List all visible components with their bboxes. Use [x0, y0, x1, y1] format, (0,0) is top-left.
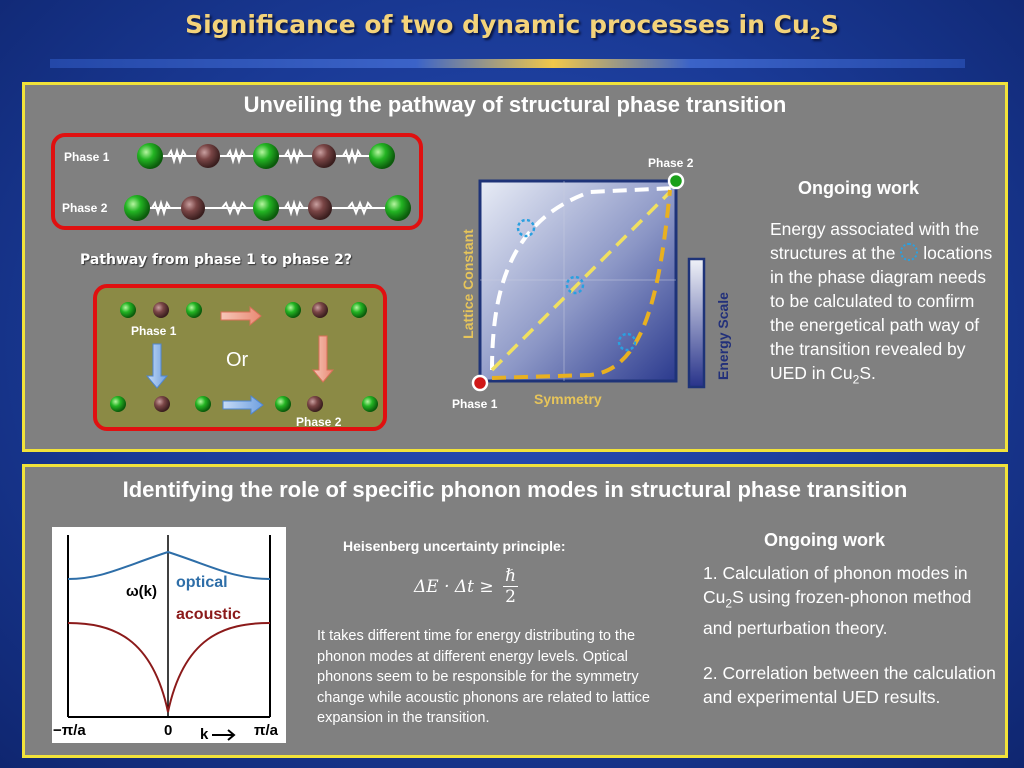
- green-atom-icon: [275, 396, 291, 412]
- pathway-start-chain: [120, 302, 202, 318]
- green-atom-icon: [124, 195, 150, 221]
- spring-icon: [342, 147, 362, 165]
- graph-acoustic-label: acoustic: [176, 606, 241, 623]
- slide-title: Significance of two dynamic processes in…: [185, 10, 839, 43]
- pathway-svg: [110, 302, 378, 415]
- chain-phase1-label: Phase 1: [64, 150, 110, 164]
- dotted-circle-icon: [900, 243, 919, 261]
- brown-atom-icon: [154, 396, 170, 412]
- spring-icon: [347, 200, 373, 216]
- pathway-or-label: Or: [226, 349, 249, 371]
- structure-location-icon: [565, 275, 585, 295]
- pathway-question: Pathway from phase 1 to phase 2?: [80, 252, 352, 268]
- title-underline-bar: [50, 59, 965, 68]
- brown-atom-icon: [312, 302, 328, 318]
- chain-phase1: [137, 143, 395, 169]
- chain-phase2-label: Phase 2: [62, 201, 108, 215]
- top-ongoing-text: Energy associated with the structures at…: [770, 219, 993, 387]
- green-atom-icon: [110, 396, 126, 412]
- uncertainty-formula: ΔE · Δt ≥ ℏ 2: [414, 566, 519, 607]
- acoustic-branch-curve: [67, 622, 271, 713]
- spring-icon: [284, 199, 304, 217]
- pathway-end-chain: [275, 396, 378, 412]
- top-ongoing-title: Ongoing work: [798, 178, 919, 198]
- brown-atom-icon: [181, 196, 205, 220]
- ongoing-item-1: 1. Calculation of phonon modes in Cu2S u…: [703, 563, 972, 638]
- phase-chains-svg: [124, 143, 411, 221]
- arrow-right-icon: [222, 395, 264, 415]
- brown-atom-icon: [196, 144, 220, 168]
- k-arrow-icon: [212, 729, 236, 741]
- spring-icon: [151, 199, 171, 217]
- path-orange-dashed: [491, 189, 672, 380]
- arrow-down-icon: [311, 335, 335, 383]
- diagram-phase2-label: Phase 2: [648, 156, 694, 170]
- green-atom-icon: [253, 143, 279, 169]
- graph-optical-label: optical: [176, 574, 228, 591]
- phase-diagram-svg: [471, 172, 685, 392]
- pathway-phase2-label: Phase 2: [296, 415, 342, 429]
- diagram-x-axis-label: Symmetry: [534, 391, 602, 407]
- green-atom-icon: [285, 302, 301, 318]
- ongoing-item-2: 2. Correlation between the calculation a…: [703, 663, 996, 707]
- green-atom-icon: [137, 143, 163, 169]
- green-atom-icon: [186, 302, 202, 318]
- diagram-phase1-label: Phase 1: [452, 397, 498, 411]
- phonon-explanation: It takes different time for energy distr…: [317, 628, 650, 726]
- phase-chains-box: [51, 133, 423, 230]
- phase1-marker-icon: [471, 374, 489, 392]
- energy-scale-label: Energy Scale: [715, 292, 731, 380]
- bottom-panel-heading: Identifying the role of specific phonon …: [122, 477, 908, 502]
- spring-icon: [167, 147, 187, 165]
- pathway-mid-chain: [285, 302, 367, 318]
- path-yellow-dashed: [490, 190, 672, 372]
- spring-icon: [284, 147, 304, 165]
- green-atom-icon: [362, 396, 378, 412]
- heisenberg-title: Heisenberg uncertainty principle:: [343, 538, 566, 554]
- green-atom-icon: [120, 302, 136, 318]
- spring-icon: [221, 200, 247, 216]
- green-atom-icon: [369, 143, 395, 169]
- arrow-down-icon: [145, 343, 169, 389]
- structure-location-icon: [617, 332, 637, 352]
- graph-y-label: ω(k): [126, 583, 158, 600]
- optical-branch-curve: [67, 550, 271, 580]
- pathway-right-arrow-top: [220, 305, 262, 327]
- green-atom-icon: [195, 396, 211, 412]
- phase2-marker-icon: [667, 172, 685, 190]
- brown-atom-icon: [153, 302, 169, 318]
- green-atom-icon: [351, 302, 367, 318]
- pathway-alt-chain: [110, 396, 211, 412]
- brown-atom-icon: [312, 144, 336, 168]
- graph-x-left: −π/a: [53, 722, 86, 739]
- structure-location-icon: [516, 218, 536, 238]
- dispersion-graph-svg: [67, 535, 271, 741]
- energy-scale-bar: [687, 257, 706, 389]
- arrow-right-icon: [220, 305, 262, 327]
- graph-x-right: π/a: [254, 722, 278, 739]
- formula-fraction: ℏ 2: [503, 566, 519, 607]
- graph-x-k: k: [200, 726, 209, 743]
- brown-atom-icon: [307, 396, 323, 412]
- green-atom-icon: [385, 195, 411, 221]
- path-white-dashed: [490, 186, 676, 371]
- formula-lhs: ΔE · Δt ≥: [414, 576, 494, 597]
- top-panel-heading: Unveiling the pathway of structural phas…: [243, 92, 787, 117]
- spring-icon: [226, 147, 246, 165]
- chain-phase2: [124, 195, 411, 221]
- brown-atom-icon: [308, 196, 332, 220]
- green-atom-icon: [253, 195, 279, 221]
- graph-x-zero: 0: [164, 722, 173, 739]
- pathway-phase1-label: Phase 1: [131, 324, 177, 338]
- bottom-ongoing-title: Ongoing work: [764, 530, 885, 550]
